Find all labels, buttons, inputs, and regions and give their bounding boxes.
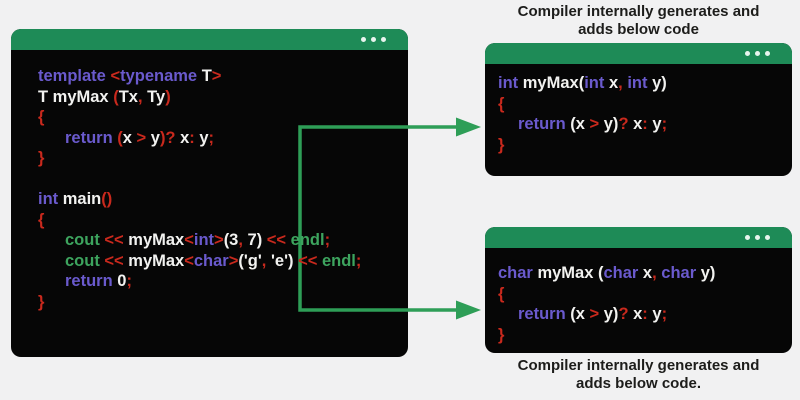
caption-top-line1: Compiler internally generates and	[517, 3, 760, 20]
window-titlebar	[485, 43, 792, 64]
code-line: }	[498, 135, 505, 154]
window-dots-icon	[745, 235, 770, 240]
code-line: }	[38, 149, 45, 167]
window-titlebar	[11, 29, 408, 50]
arrowhead-bottom-icon	[456, 300, 481, 320]
char-instance-window: char myMax (char x, char y) { return (x > …	[485, 227, 792, 353]
int-instance-code: int myMax(int x, int y) { return (x > y)? …	[485, 64, 792, 155]
code-line: int main()	[38, 190, 113, 208]
code-line: template <typename T>	[38, 67, 222, 85]
window-titlebar	[485, 227, 792, 248]
code-line: return (x > y)? x: y;	[518, 115, 668, 133]
code-line: {	[498, 94, 505, 113]
code-line: }	[498, 325, 505, 344]
caption-bottom-line2: adds below code.	[575, 374, 702, 392]
code-line: cout << myMax<char>('g', 'e') << endl;	[65, 251, 362, 270]
caption-top-line2: adds below code	[578, 20, 699, 38]
window-dots-icon	[745, 51, 770, 56]
int-instance-window: int myMax(int x, int y) { return (x > y)? …	[485, 43, 792, 176]
code-line: int myMax(int x, int y)	[498, 74, 667, 92]
code-line: return (x > y)? x: y;	[518, 305, 668, 323]
code-line: {	[38, 210, 45, 229]
code-line: {	[498, 284, 505, 303]
arrowhead-top-icon	[456, 117, 481, 137]
code-line: T myMax (Tx, Ty)	[38, 87, 171, 106]
char-instance-code: char myMax (char x, char y) { return (x > …	[485, 248, 792, 345]
caption-bottom: Compiler internally generates and adds b…	[485, 357, 792, 392]
template-code: template <typename T> T myMax (Tx, Ty) { re…	[11, 50, 408, 312]
template-code-window: template <typename T> T myMax (Tx, Ty) { re…	[11, 29, 408, 357]
code-line: {	[38, 108, 45, 126]
caption-bottom-line1: Compiler internally generates and	[517, 357, 760, 374]
caption-top: Compiler internally generates and adds b…	[485, 3, 792, 38]
code-line: return 0;	[65, 272, 132, 290]
code-line: return (x > y)? x: y;	[65, 128, 215, 147]
code-line: cout << myMax<int>(3, 7) << endl;	[65, 231, 331, 249]
code-line: char myMax (char x, char y)	[498, 264, 716, 282]
code-line: }	[38, 292, 45, 311]
window-dots-icon	[361, 37, 386, 42]
code-line	[38, 169, 400, 190]
